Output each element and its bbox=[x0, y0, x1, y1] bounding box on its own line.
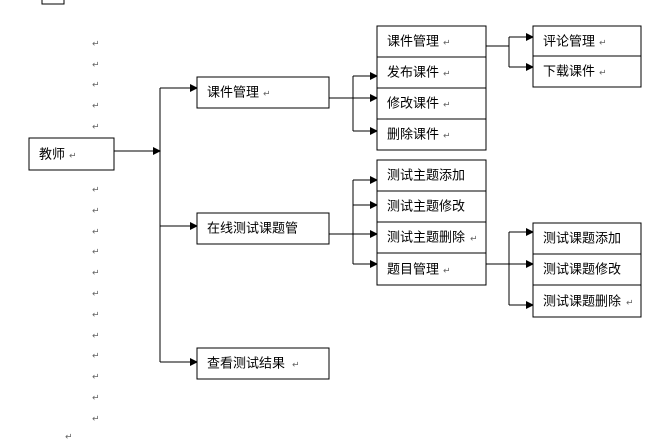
edges bbox=[114, 33, 534, 366]
return-mark: ↵ bbox=[470, 235, 478, 245]
return-mark: ↵ bbox=[92, 394, 100, 404]
node-topic-modify-label: 测试主题修改 bbox=[387, 200, 465, 215]
node-delete-label: 删除课件 bbox=[387, 128, 439, 143]
return-mark: ↵ bbox=[599, 39, 607, 49]
node-download-label: 下载课件 bbox=[543, 65, 595, 80]
node-question-mgmt-label: 题目管理 bbox=[387, 263, 439, 278]
page-corner-mark bbox=[41, 0, 65, 5]
return-mark: ↵ bbox=[92, 123, 100, 133]
node-delete: 删除课件 ↵ bbox=[376, 118, 487, 151]
node-teacher: 教师 ↵ bbox=[28, 137, 115, 171]
node-course-mgmt: 课件管理 ↵ bbox=[196, 76, 330, 109]
return-mark: ↵ bbox=[443, 132, 451, 142]
node-q-delete-label: 测试课题删除 bbox=[543, 295, 621, 310]
return-mark: ↵ bbox=[263, 90, 271, 100]
return-mark: ↵ bbox=[92, 332, 100, 342]
return-mark: ↵ bbox=[92, 40, 100, 50]
return-mark: ↵ bbox=[92, 248, 100, 258]
return-mark: ↵ bbox=[626, 299, 634, 309]
node-topic-add: 测试主题添加 bbox=[376, 159, 487, 192]
return-mark: ↵ bbox=[92, 102, 100, 112]
return-mark: ↵ bbox=[92, 228, 100, 238]
node-online-test: 在线测试课题管 bbox=[196, 212, 330, 245]
return-mark-column: ↵ ↵ ↵ ↵ ↵ ↵ ↵ ↵ ↵ ↵ ↵ ↵ ↵ ↵ ↵ ↵ ↵ ↵ bbox=[65, 40, 100, 441]
node-q-add: 测试课题添加 bbox=[532, 222, 642, 255]
node-topic-delete: 测试主题删除 ↵ bbox=[376, 221, 487, 254]
return-mark: ↵ bbox=[69, 152, 77, 162]
node-comment-mgmt-label: 评论管理 bbox=[543, 35, 595, 50]
return-mark: ↵ bbox=[599, 69, 607, 79]
node-question-mgmt: 题目管理 ↵ bbox=[376, 252, 487, 286]
node-course-mgmt-sub: 课件管理 ↵ bbox=[376, 25, 487, 58]
node-topic-delete-label: 测试主题删除 bbox=[387, 231, 465, 246]
return-mark: ↵ bbox=[92, 311, 100, 321]
return-mark: ↵ bbox=[92, 61, 100, 71]
node-course-mgmt-label: 课件管理 bbox=[207, 86, 259, 101]
node-q-delete: 测试课题删除 ↵ bbox=[532, 284, 642, 318]
return-mark: ↵ bbox=[443, 267, 451, 277]
node-topic-modify: 测试主题修改 bbox=[376, 190, 487, 223]
node-q-modify-label: 测试课题修改 bbox=[543, 263, 621, 278]
return-mark: ↵ bbox=[292, 361, 300, 371]
return-mark: ↵ bbox=[65, 433, 73, 441]
return-mark: ↵ bbox=[92, 290, 100, 300]
node-online-test-label: 在线测试课题管 bbox=[207, 222, 298, 237]
return-mark: ↵ bbox=[443, 70, 451, 80]
node-modify-label: 修改课件 bbox=[387, 97, 439, 112]
node-comment-mgmt: 评论管理 ↵ bbox=[532, 25, 642, 57]
node-publish: 发布课件 ↵ bbox=[376, 56, 487, 89]
return-mark: ↵ bbox=[92, 81, 100, 91]
node-q-add-label: 测试课题添加 bbox=[543, 232, 621, 247]
node-topic-add-label: 测试主题添加 bbox=[387, 169, 465, 184]
return-mark: ↵ bbox=[92, 352, 100, 362]
return-mark: ↵ bbox=[443, 101, 451, 111]
node-modify: 修改课件 ↵ bbox=[376, 87, 487, 120]
node-course-mgmt-sub-label: 课件管理 bbox=[387, 35, 439, 50]
node-teacher-label: 教师 bbox=[39, 147, 65, 163]
node-view-results: 查看测试结果 ↵ bbox=[196, 347, 330, 380]
return-mark: ↵ bbox=[92, 207, 100, 217]
node-download: 下载课件 ↵ bbox=[532, 55, 642, 88]
return-mark: ↵ bbox=[92, 269, 100, 279]
node-view-results-label: 查看测试结果 bbox=[207, 356, 285, 372]
return-mark: ↵ bbox=[92, 415, 100, 425]
return-mark: ↵ bbox=[443, 39, 451, 49]
return-mark: ↵ bbox=[92, 186, 100, 196]
return-mark: ↵ bbox=[92, 373, 100, 383]
node-q-modify: 测试课题修改 bbox=[532, 253, 642, 286]
node-publish-label: 发布课件 bbox=[387, 65, 439, 81]
